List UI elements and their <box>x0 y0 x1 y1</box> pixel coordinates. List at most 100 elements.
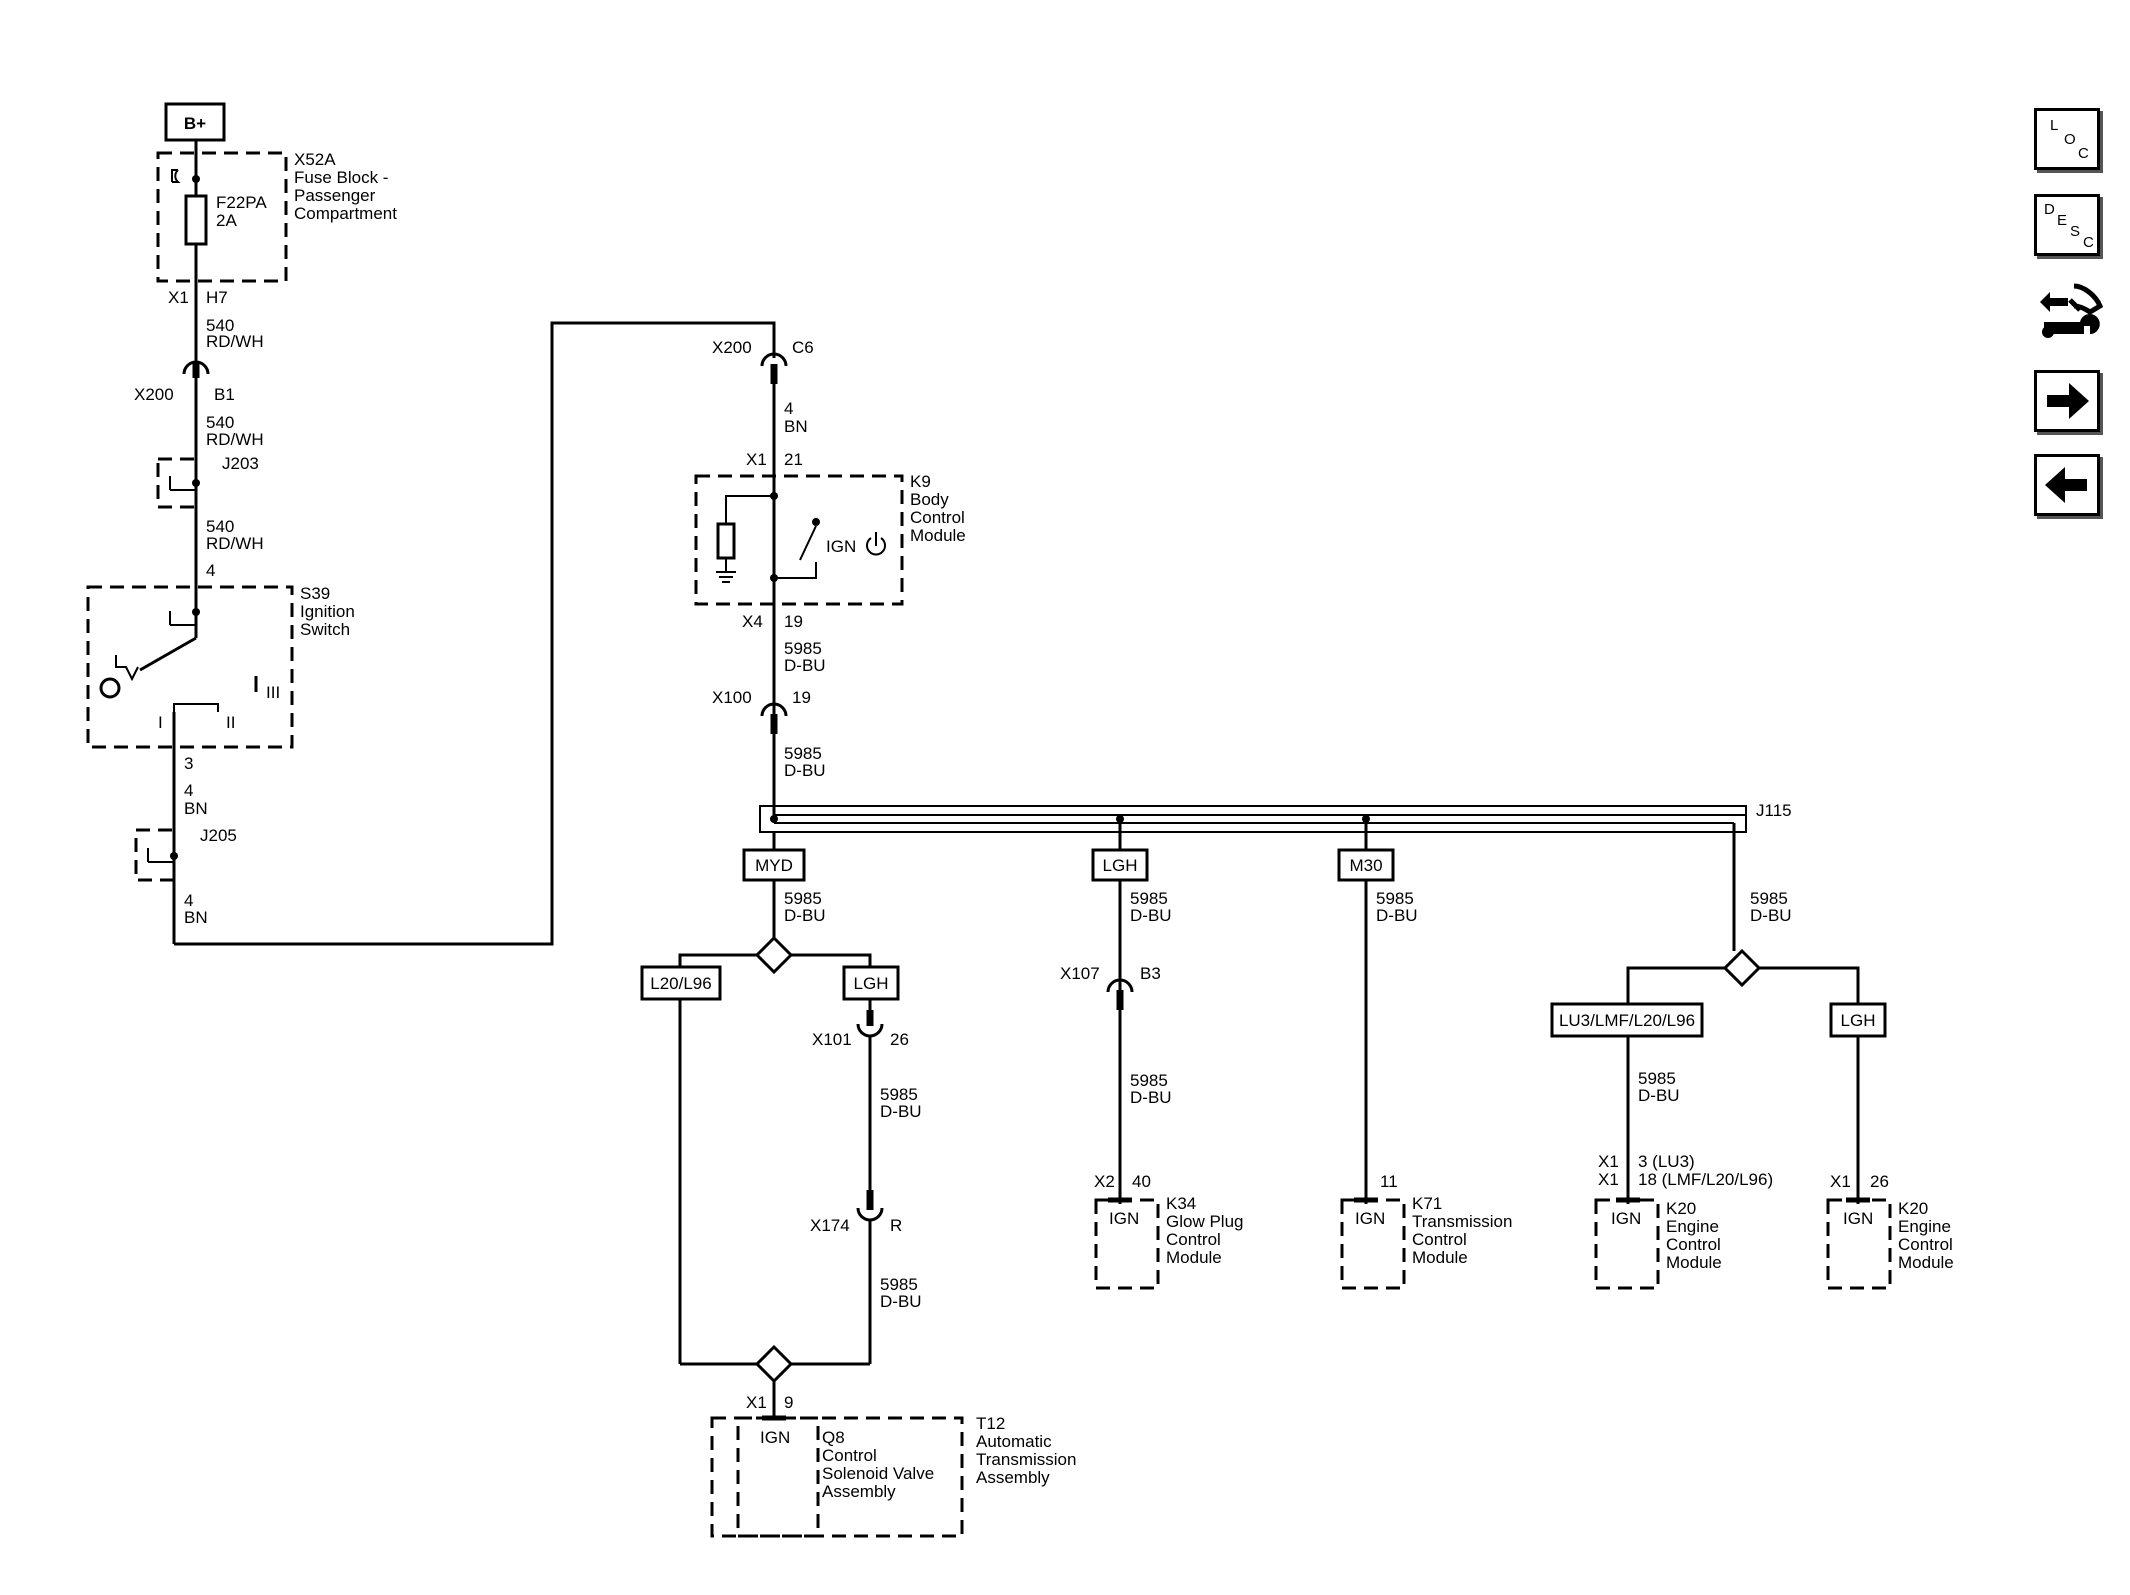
bcm-ign-label: IGN <box>826 537 856 556</box>
transmission-control-module: IGN K71 Transmission Control Module <box>1340 1194 1512 1290</box>
diagram-label: BN <box>784 417 808 436</box>
diagram-label: RD/WH <box>206 332 264 351</box>
diagram-label: Module <box>1412 1248 1468 1267</box>
connector-x107-b3: X107 B3 <box>1060 964 1161 1010</box>
diagram-label: 540 <box>206 517 234 536</box>
diagram-label: IGN <box>1843 1209 1873 1228</box>
diagram-label: RD/WH <box>206 430 264 449</box>
diagram-label: D-BU <box>1130 1088 1172 1107</box>
power-source: B+ <box>164 102 226 142</box>
diagram-label: 4 <box>184 891 193 910</box>
diagram-label: Solenoid Valve <box>822 1464 934 1483</box>
diagram-label: IGN <box>1109 1209 1139 1228</box>
diagram-label: 40 <box>1132 1172 1151 1191</box>
splice-j205: J205 4 BN <box>134 826 237 927</box>
option-lgh-myd: LGH <box>842 965 900 1016</box>
diagram-label: X1 <box>168 288 189 307</box>
description-button[interactable]: D E S C <box>2034 194 2100 256</box>
diagram-label: D-BU <box>784 761 826 780</box>
automatic-transmission-assembly: IGN Q8 Control Solenoid Valve Assembly T… <box>710 1414 1076 1538</box>
diagram-label: BN <box>184 908 208 927</box>
diagram-label: Fuse Block - <box>294 168 388 187</box>
diagram-label: 4 <box>784 399 793 418</box>
diagram-label: X1 <box>746 450 767 469</box>
diagram-label: X101 <box>812 1030 852 1049</box>
diagram-label: S39 <box>300 584 330 603</box>
diagram-label: D-BU <box>1750 906 1792 925</box>
diagram-label: 5985 <box>784 744 822 763</box>
diagram-label: IGN <box>1611 1209 1641 1228</box>
diagram-label: Passenger <box>294 186 376 205</box>
fuse-ref: F22PA <box>216 193 267 212</box>
diagnostic-tools-icon <box>2040 283 2104 338</box>
diagram-label: I <box>158 713 163 732</box>
diagram-label: C6 <box>792 338 814 357</box>
fuse-rating: 2A <box>216 211 237 230</box>
option-lgh-k20: LGH X1 26 <box>1829 1002 1889 1204</box>
diagram-label: X4 <box>742 612 763 631</box>
diagram-label: 5985 <box>1130 1071 1168 1090</box>
diagram-label: X174 <box>810 1216 850 1235</box>
diagram-label: Module <box>910 526 966 545</box>
diagram-label: D-BU <box>880 1102 922 1121</box>
diagram-label: Module <box>1898 1253 1954 1272</box>
diagram-label: Module <box>1166 1248 1222 1267</box>
diagram-label: IGN <box>1355 1209 1385 1228</box>
wire-540-lower: 540 RD/WH 4 <box>206 517 264 580</box>
diagram-label: 5985 <box>1638 1069 1676 1088</box>
diagram-label: J115 <box>1756 801 1792 820</box>
option-lu3-lmf: LU3/LMF/L20/L96 5985 D-BU X1 3 (LU3) X1 … <box>1550 1002 1773 1204</box>
diagram-label: 18 (LMF/L20/L96) <box>1638 1170 1773 1189</box>
next-button[interactable] <box>2034 370 2100 432</box>
fuse-block: X52A Fuse Block - Passenger Compartment … <box>156 140 397 378</box>
diagram-label: Control <box>910 508 965 527</box>
diagram-label: B1 <box>214 385 235 404</box>
diagram-label: IGN <box>760 1428 790 1447</box>
diagram-label: 9 <box>784 1393 793 1412</box>
option-l20-l96-left: L20/L96 <box>640 965 722 1364</box>
wire-5985-x174: 5985 D-BU <box>880 1275 922 1311</box>
diagram-label: 26 <box>890 1030 909 1049</box>
power-icon <box>866 532 886 556</box>
option-myd: MYD 5985 D-BU <box>678 832 872 976</box>
wire-5985-k34: 5985 D-BU X2 40 <box>1094 1071 1172 1191</box>
previous-button[interactable] <box>2034 454 2100 516</box>
diagram-label: LU3/LMF/L20/L96 <box>1559 1011 1695 1030</box>
diagram-label: Glow Plug <box>1166 1212 1243 1231</box>
diagram-label: 5985 <box>1130 889 1168 908</box>
diagnostic-tools-button[interactable] <box>2034 280 2106 346</box>
diagram-label: LGH <box>1841 1011 1876 1030</box>
diagram-label: R <box>890 1216 902 1235</box>
crossover-wire <box>174 321 776 946</box>
diagram-label: M30 <box>1349 856 1382 875</box>
diagram-label: Engine <box>1898 1217 1951 1236</box>
diagram-label: MYD <box>755 856 793 875</box>
wire-5985-b: 5985 D-BU <box>784 744 826 780</box>
diagram-label: III <box>266 683 280 702</box>
diagram-label: X2 <box>1094 1172 1115 1191</box>
glow-plug-control-module: IGN K34 Glow Plug Control Module <box>1094 1194 1243 1290</box>
diagram-label: Compartment <box>294 204 397 223</box>
diagram-label: Engine <box>1666 1217 1719 1236</box>
join-to-q8: X1 9 <box>680 1344 870 1418</box>
ignition-switch: I II III S39 Ignition Switch 3 <box>86 584 355 773</box>
wire-540-upper: 540 RD/WH <box>206 316 264 351</box>
diagram-label: 540 <box>206 316 234 335</box>
diagram-label: T12 <box>976 1414 1005 1433</box>
diagram-label: B3 <box>1140 964 1161 983</box>
diagram-label: Assembly <box>976 1468 1050 1487</box>
wire-5985-k20: 5985 D-BU <box>1626 889 1860 1004</box>
diagram-label: 5985 <box>880 1275 918 1294</box>
diagram-label: Module <box>1666 1253 1722 1272</box>
wire-5985-x101: 5985 D-BU <box>880 1085 922 1121</box>
diagram-label: II <box>226 713 235 732</box>
diagram-label: X1 <box>1830 1172 1851 1191</box>
diagram-label: Body <box>910 490 949 509</box>
diagram-label: 4 <box>184 781 193 800</box>
location-button[interactable]: L O C <box>2034 108 2100 170</box>
diagram-label: 5985 <box>784 889 822 908</box>
diagram-label: Transmission <box>1412 1212 1512 1231</box>
diagram-label: X52A <box>294 150 336 169</box>
diagram-label: D-BU <box>1638 1086 1680 1105</box>
